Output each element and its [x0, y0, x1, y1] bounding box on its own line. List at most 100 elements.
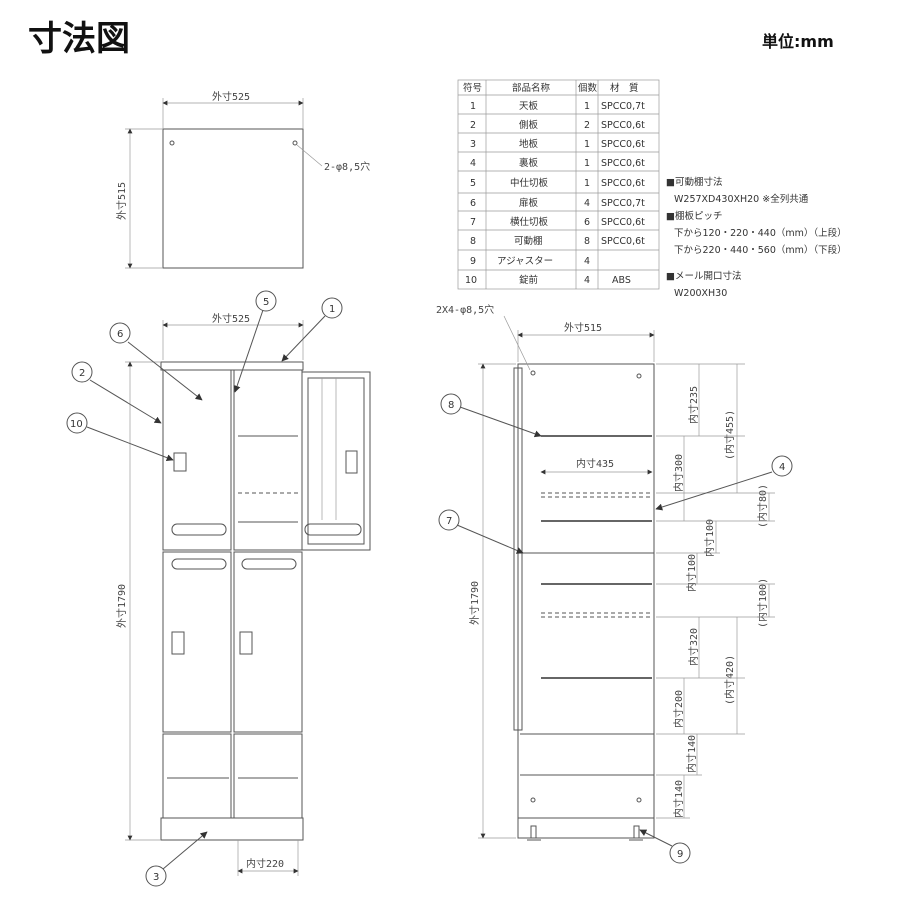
side-inner-width-label: 内寸435: [576, 457, 614, 470]
unit-label: 単位:mm: [762, 32, 834, 51]
table-row: 9 アジャスター 4: [470, 256, 590, 267]
callout-10: 10: [70, 419, 83, 430]
top-width-label: 外寸525: [212, 90, 250, 103]
front-width-label: 外寸525: [212, 312, 250, 325]
svg-text:錠前: 錠前: [519, 274, 538, 286]
svg-text:6: 6: [584, 217, 590, 228]
side-inner-dim: 内寸200: [672, 690, 685, 728]
table-row: 6 扉板 4 SPCC0,7t: [470, 197, 645, 209]
table-header-name: 部品名称: [512, 82, 551, 94]
side-inner-dim: 内寸100: [703, 519, 716, 557]
svg-text:7: 7: [470, 217, 476, 228]
svg-text:裏板: 裏板: [519, 157, 539, 169]
svg-text:10: 10: [465, 275, 477, 286]
svg-text:地板: 地板: [519, 138, 539, 150]
svg-text:SPCC0,6t: SPCC0,6t: [601, 217, 645, 228]
svg-text:SPCC0,6t: SPCC0,6t: [601, 158, 645, 169]
svg-text:SPCC0,6t: SPCC0,6t: [601, 236, 645, 247]
svg-text:1: 1: [584, 158, 590, 169]
side-inner-dim: 内寸100: [685, 554, 698, 592]
table-row: 4 裏板 1 SPCC0,6t: [470, 157, 645, 169]
svg-text:3: 3: [470, 139, 476, 150]
svg-text:4: 4: [470, 158, 476, 169]
callouts: 1 5 6 2 10 3 8 7 4 9: [66, 290, 793, 887]
top-depth-label: 外寸515: [115, 182, 128, 220]
callout-8: 8: [448, 400, 454, 411]
svg-text:5: 5: [470, 178, 476, 189]
svg-text:1: 1: [584, 139, 590, 150]
side-inner-dim: 内寸235: [687, 386, 700, 424]
page-title: 寸法図: [28, 19, 130, 59]
svg-text:扉板: 扉板: [519, 197, 539, 209]
table-row: 3 地板 1 SPCC0,6t: [470, 138, 645, 150]
svg-text:ABS: ABS: [612, 275, 631, 286]
svg-text:4: 4: [584, 198, 590, 209]
svg-text:アジャスター: アジャスター: [497, 256, 553, 267]
svg-text:SPCC0,6t: SPCC0,6t: [601, 120, 645, 131]
svg-text:SPCC0,7t: SPCC0,7t: [601, 198, 645, 209]
note-line: W200XH30: [674, 288, 727, 299]
side-inner-paren-dim: (内寸80): [756, 484, 769, 528]
note-line: 下から120・220・440（mm）（上段）: [674, 227, 847, 239]
table-row: 2 側板 2 SPCC0,6t: [470, 119, 645, 131]
svg-text:SPCC0,7t: SPCC0,7t: [601, 101, 645, 112]
table-header-code: 符号: [463, 82, 482, 94]
svg-text:4: 4: [584, 256, 590, 267]
side-inner-dim: 内寸320: [687, 628, 700, 666]
front-height-label: 外寸1790: [115, 584, 128, 628]
svg-text:8: 8: [584, 236, 590, 247]
table-header-qty: 個数: [578, 82, 598, 94]
side-inner-paren-dim: (内寸455): [723, 410, 736, 460]
side-height-label: 外寸1790: [468, 581, 481, 625]
svg-text:天板: 天板: [519, 100, 539, 112]
notes: ■可動棚寸法 W257XD430XH20 ※全列共通 ■棚板ピッチ 下から120…: [666, 176, 847, 299]
svg-text:6: 6: [470, 198, 476, 209]
callout-5: 5: [263, 297, 269, 308]
svg-text:1: 1: [584, 178, 590, 189]
parts-table: 符号 部品名称 個数 材 質 1 天板 1 SPCC0,7t 2 側板 2 SP…: [457, 79, 660, 290]
svg-text:8: 8: [470, 236, 476, 247]
svg-text:1: 1: [470, 101, 476, 112]
callout-4: 4: [779, 462, 785, 473]
side-depth-label: 外寸515: [564, 321, 602, 334]
callout-3: 3: [153, 872, 159, 883]
svg-text:2: 2: [584, 120, 590, 131]
side-inner-dim: 内寸140: [685, 735, 698, 773]
side-inner-paren-dim: (内寸420): [723, 655, 736, 705]
callout-9: 9: [677, 849, 683, 860]
svg-text:9: 9: [470, 256, 476, 267]
top-hole-label: 2-φ8,5穴: [324, 160, 370, 173]
top-view: 外寸525 外寸515 2-φ8,5穴: [115, 90, 370, 269]
side-hole-label: 2X4-φ8,5穴: [436, 303, 494, 316]
note-line: ■メール開口寸法: [666, 270, 741, 282]
svg-text:SPCC0,6t: SPCC0,6t: [601, 139, 645, 150]
callout-7: 7: [446, 516, 452, 527]
svg-text:側板: 側板: [519, 119, 539, 131]
note-line: ■可動棚寸法: [666, 176, 722, 188]
note-line: W257XD430XH20 ※全列共通: [674, 193, 809, 205]
svg-text:4: 4: [584, 275, 590, 286]
side-inner-dim: 内寸300: [672, 454, 685, 492]
svg-text:1: 1: [584, 101, 590, 112]
side-inner-paren-dim: (内寸100): [756, 578, 769, 628]
table-header-material: 材 質: [610, 82, 639, 94]
callout-2: 2: [79, 368, 85, 379]
front-view: 外寸525 外寸1790 内寸220: [115, 312, 371, 876]
side-inner-dim: 内寸140: [672, 780, 685, 818]
svg-text:横仕切板: 横仕切板: [510, 216, 549, 228]
svg-text:SPCC0,6t: SPCC0,6t: [601, 178, 645, 189]
callout-6: 6: [117, 329, 123, 340]
svg-text:2: 2: [470, 120, 476, 131]
note-line: 下から220・440・560（mm）（下段）: [674, 244, 847, 256]
table-row: 5 中仕切板 1 SPCC0,6t: [470, 177, 645, 189]
side-view: 2X4-φ8,5穴 外寸515 外寸1790 内寸435 内寸235 内寸300…: [436, 303, 775, 841]
table-row: 8 可動棚 8 SPCC0,6t: [470, 235, 645, 247]
table-row: 7 横仕切板 6 SPCC0,6t: [470, 216, 645, 228]
front-inner-bottom-label: 内寸220: [246, 857, 284, 870]
table-row: 10 錠前 4 ABS: [465, 274, 631, 286]
svg-text:中仕切板: 中仕切板: [510, 177, 549, 189]
note-line: ■棚板ピッチ: [666, 210, 722, 222]
callout-1: 1: [329, 304, 335, 315]
table-row: 1 天板 1 SPCC0,7t: [470, 100, 645, 112]
